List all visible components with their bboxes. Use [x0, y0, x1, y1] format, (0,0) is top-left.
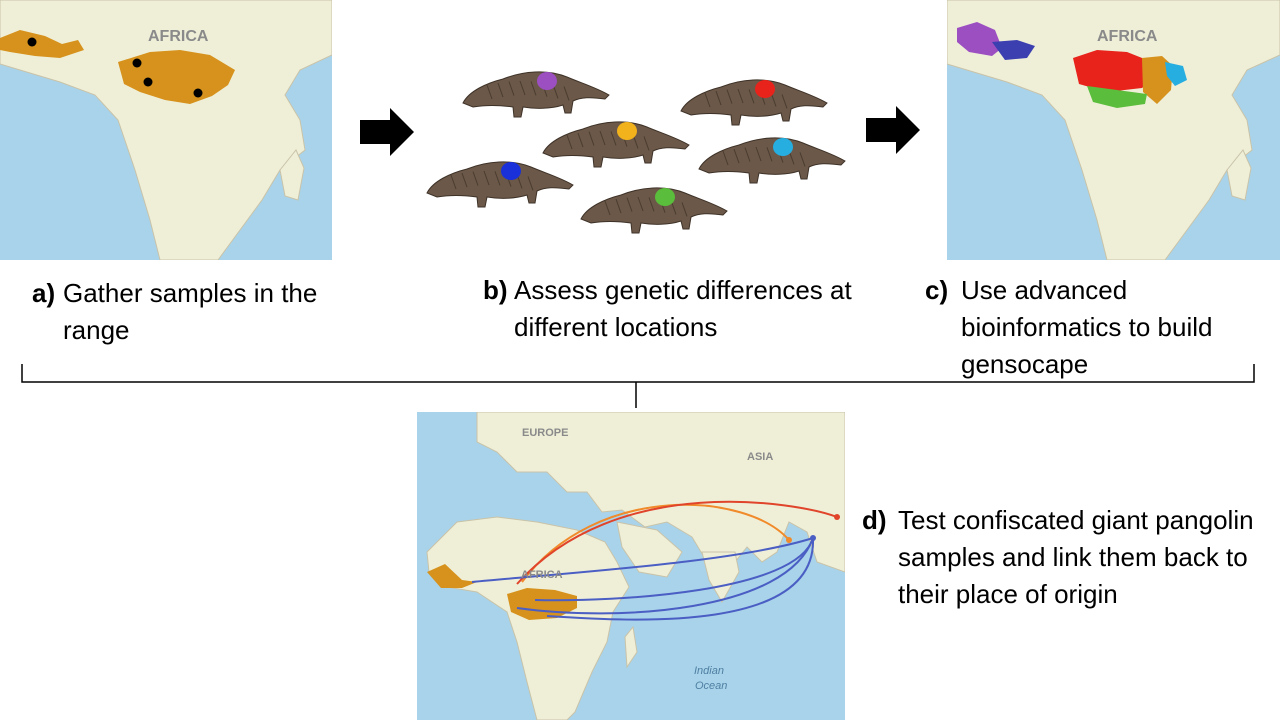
genetic-marker-dot	[773, 138, 793, 156]
africa-label: AFRICA	[521, 569, 563, 581]
step-d-text: Test confiscated giant pangolin samples …	[898, 505, 1254, 609]
step-c-text: Use advanced bioinformatics to build gen…	[961, 275, 1213, 379]
step-b-caption: b) Assess genetic differences at differe…	[483, 272, 903, 352]
step-a-text: Gather samples in the range	[63, 278, 318, 345]
step-d-caption: d) Test confiscated giant pangolin sampl…	[862, 502, 1272, 662]
sampling-map: AFRICA	[0, 0, 332, 260]
pangolin-figure	[462, 71, 610, 118]
step-b-text: Assess genetic differences at different …	[514, 275, 852, 342]
step-a-letter: a)	[32, 278, 56, 308]
pangolin-figure	[680, 79, 828, 126]
genetic-marker-dot	[655, 188, 675, 206]
pangolin-group	[415, 45, 855, 245]
step-b-letter: b)	[483, 275, 508, 305]
pangolin-figure	[580, 187, 728, 234]
map-c-label: AFRICA	[1097, 28, 1158, 45]
grouping-brace	[21, 364, 1255, 408]
map-a-label: AFRICA	[148, 28, 209, 45]
step-c-letter: c)	[925, 275, 949, 305]
step-c-caption: c) Use advanced bioinformatics to build …	[925, 272, 1275, 392]
trade-route-map: EUROPE ASIA AFRICA Indian Ocean	[417, 412, 845, 720]
genetic-marker-dot	[501, 162, 521, 180]
step-d-letter: d)	[862, 505, 887, 535]
pangolin-figure	[698, 137, 846, 184]
ocean-label-line1: Indian	[694, 665, 724, 677]
asia-label: ASIA	[747, 451, 773, 463]
genetic-marker-dot	[617, 122, 637, 140]
right-arrow-icon	[866, 106, 920, 154]
genetic-marker-dot	[755, 80, 775, 98]
pangolin-figure	[426, 161, 574, 208]
genetic-marker-dot	[537, 72, 557, 90]
pangolin-figure	[542, 121, 690, 168]
ocean-label-line2: Ocean	[695, 680, 727, 692]
step-a-caption: a) Gather samples in the range	[32, 275, 332, 355]
europe-label: EUROPE	[522, 427, 568, 439]
right-arrow-icon	[360, 108, 414, 156]
genoscape-map: AFRICA	[947, 0, 1280, 260]
